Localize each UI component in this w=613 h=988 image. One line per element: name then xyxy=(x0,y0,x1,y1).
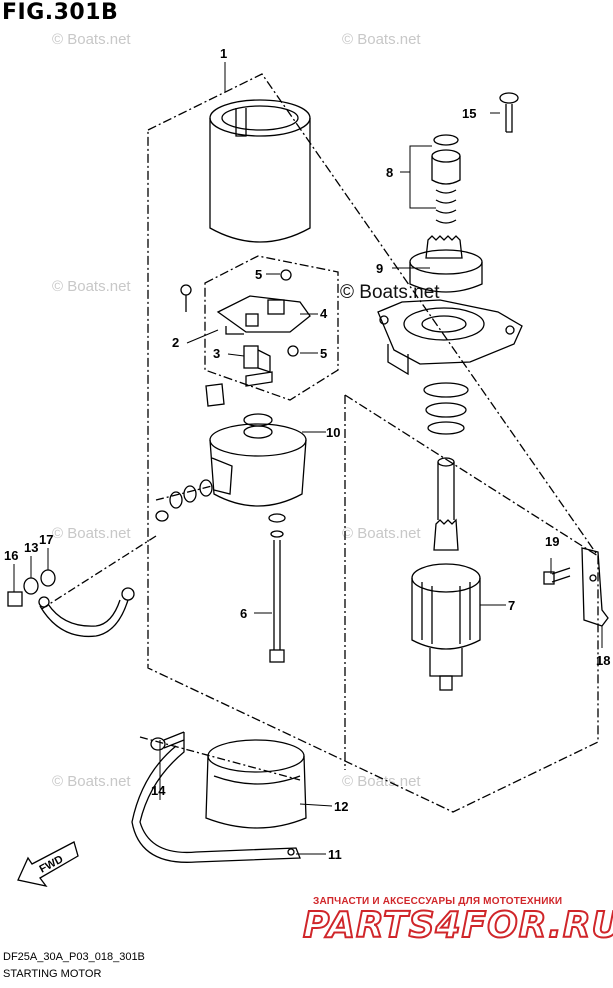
linework: FWD xyxy=(7,62,609,887)
callout: 10 xyxy=(326,425,340,440)
plate xyxy=(205,383,225,407)
end-frame xyxy=(209,413,307,507)
callout: 9 xyxy=(376,261,383,276)
callout-labels: 1 2 3 4 5 5 6 7 8 9 10 11 12 13 14 15 16… xyxy=(4,46,610,862)
callout: 8 xyxy=(386,165,393,180)
figure-title: FIG.301B xyxy=(2,0,119,25)
callout: 18 xyxy=(596,653,610,668)
callout: 11 xyxy=(328,847,342,862)
brand-tagline: ЗАПЧАСТИ И АКСЕССУАРЫ ДЛЯ МОТОТЕХНИКИ xyxy=(313,896,563,907)
bolt xyxy=(150,731,185,751)
mounting-band xyxy=(131,732,301,863)
watermark: © Boats.net xyxy=(52,31,131,48)
callout: 19 xyxy=(545,534,559,549)
through-bolt xyxy=(268,513,286,663)
starter-cable xyxy=(38,587,135,638)
watermark-prominent: © Boats.net xyxy=(340,282,440,303)
callout: 12 xyxy=(334,799,348,814)
pinion-gear xyxy=(409,235,483,293)
fwd-arrow: FWD xyxy=(17,841,79,887)
bolt xyxy=(499,92,519,133)
watermark: © Boats.net xyxy=(342,773,421,790)
brush xyxy=(243,345,273,387)
assembly-outline xyxy=(344,394,599,557)
watermark: © Boats.net xyxy=(342,525,421,542)
watermark: © Boats.net xyxy=(52,278,131,295)
watermark: © Boats.net xyxy=(52,773,131,790)
assembly-outline xyxy=(147,73,599,813)
seal-set xyxy=(423,382,469,435)
brush-holder xyxy=(216,269,311,357)
brush-group-outline xyxy=(204,255,339,401)
callout: 15 xyxy=(462,106,476,121)
callout: 6 xyxy=(240,606,247,621)
brand-logo: PARTS4FOR.RU xyxy=(302,904,613,947)
callout: 5 xyxy=(320,346,327,361)
rubber-cushion xyxy=(205,739,307,829)
figure-code: DF25A_30A_P03_018_301B xyxy=(3,951,145,963)
callout: 13 xyxy=(24,540,38,555)
leader-lines xyxy=(13,62,603,855)
callout: 2 xyxy=(172,335,179,350)
watermark-layer: © Boats.net © Boats.net © Boats.net © Bo… xyxy=(52,31,440,790)
motor-yoke xyxy=(209,99,311,243)
callout: 4 xyxy=(320,306,328,321)
watermark: © Boats.net xyxy=(52,525,131,542)
callout: 3 xyxy=(213,346,220,361)
figure-caption: STARTING MOTOR xyxy=(3,968,102,980)
callout: 7 xyxy=(508,598,515,613)
callout: 17 xyxy=(39,532,53,547)
washer-stack xyxy=(155,479,213,522)
callout: 5 xyxy=(255,267,262,282)
armature xyxy=(411,457,481,691)
fwd-label: FWD xyxy=(38,853,66,875)
screw xyxy=(180,284,192,312)
callout: 1 xyxy=(220,46,227,61)
pinion-stop-set xyxy=(431,134,461,224)
leader-dashed xyxy=(139,736,301,781)
leader-dashed xyxy=(39,535,157,611)
wire-bracket xyxy=(543,547,609,627)
callout: 14 xyxy=(151,783,166,798)
callout: 16 xyxy=(4,548,18,563)
front-bracket xyxy=(377,299,523,376)
watermark: © Boats.net xyxy=(342,31,421,48)
